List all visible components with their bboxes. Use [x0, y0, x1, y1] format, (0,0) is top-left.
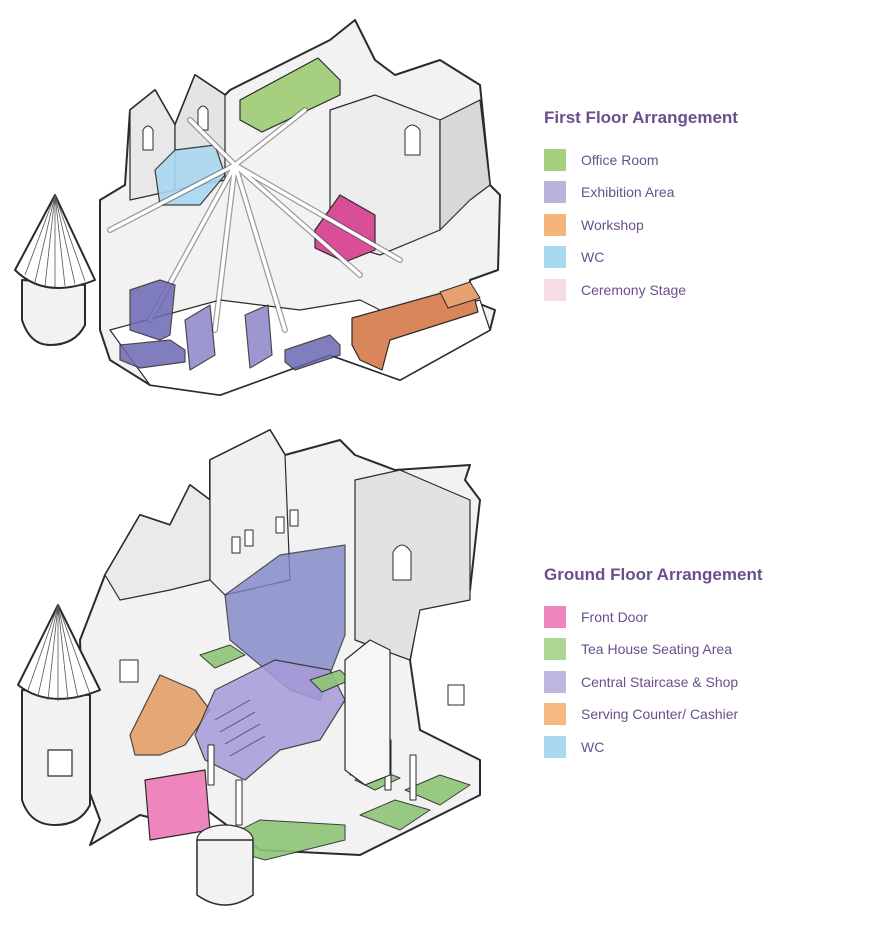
- tower-window: [47, 749, 73, 777]
- spiral-stair-base: [196, 839, 254, 906]
- pier-block: [344, 639, 391, 786]
- window: [275, 516, 285, 534]
- wc-zone-ground: [224, 544, 346, 701]
- arched-window: [142, 125, 154, 151]
- legend-item-ceremony-stage: Ceremony Stage: [544, 278, 738, 301]
- first-floor-legend: First Floor Arrangement Office Room Exhi…: [544, 108, 738, 311]
- office-room-zone: [239, 57, 341, 133]
- window: [244, 529, 254, 547]
- legend-swatch: [544, 670, 566, 693]
- exhibition-panel: [184, 304, 216, 371]
- legend-label: Workshop: [581, 216, 644, 233]
- legend-swatch: [544, 213, 566, 236]
- first-floor-title: First Floor Arrangement: [544, 108, 738, 127]
- first-floor-axonometric: [14, 19, 501, 396]
- arched-window: [404, 124, 421, 156]
- legend-swatch: [544, 181, 566, 203]
- legend-item-wc: WC: [544, 735, 763, 758]
- legend-label: WC: [581, 738, 605, 755]
- legend-label: Tea House Seating Area: [581, 641, 732, 657]
- tower-cone-lines: [27, 604, 91, 701]
- exhibition-panel: [129, 279, 176, 341]
- legend-swatch: [544, 148, 566, 171]
- legend-item-front-door: Front Door: [544, 605, 763, 628]
- ground-floor-axonometric: [17, 429, 481, 906]
- tower-cylinder: [21, 279, 86, 346]
- legend-label: Front Door: [581, 608, 648, 625]
- staircase-steps: [214, 699, 266, 757]
- ground-floor-legend: Ground Floor Arrangement Front Door Tea …: [544, 565, 763, 768]
- window: [447, 684, 465, 706]
- back-wall-gable: [104, 484, 211, 601]
- legend-item-exhibition-area: Exhibition Area: [544, 181, 738, 204]
- legend-swatch: [544, 278, 566, 301]
- front-door-zone: [144, 769, 211, 841]
- arched-window: [197, 105, 209, 131]
- legend-swatch: [544, 638, 566, 660]
- window: [119, 659, 139, 683]
- legend-label: Central Staircase & Shop: [581, 673, 739, 690]
- tower-cone-lines: [24, 194, 86, 287]
- legend-label: Office Room: [581, 151, 659, 168]
- legend-swatch: [544, 605, 566, 628]
- ground-floor-title: Ground Floor Arrangement: [544, 565, 763, 584]
- legend-label: Serving Counter/ Cashier: [581, 706, 739, 722]
- window: [231, 536, 241, 554]
- serving-counter-zone: [129, 674, 211, 756]
- legend-item-serving-counter: Serving Counter/ Cashier: [544, 703, 763, 726]
- legend-label: Ceremony Stage: [581, 281, 687, 298]
- legend-swatch: [544, 735, 566, 758]
- legend-swatch: [544, 703, 566, 725]
- legend-swatch: [544, 246, 566, 268]
- roof-trusses-light: [108, 108, 402, 332]
- workshop-shelf: [439, 281, 481, 309]
- right-tower: [439, 99, 491, 231]
- exhibition-panel: [244, 304, 273, 369]
- legend-item-central-staircase-shop: Central Staircase & Shop: [544, 670, 763, 693]
- central-staircase-zone: [194, 659, 346, 781]
- arched-window: [392, 544, 412, 581]
- exhibition-bench: [284, 334, 341, 371]
- legend-label: Exhibition Area: [581, 184, 675, 200]
- legend-item-wc: WC: [544, 246, 738, 269]
- legend-item-tea-house-seating: Tea House Seating Area: [544, 638, 763, 661]
- legend-item-workshop: Workshop: [544, 213, 738, 236]
- legend-label: WC: [581, 249, 605, 265]
- exhibition-bench: [119, 339, 186, 369]
- window: [289, 509, 299, 527]
- legend-item-office-room: Office Room: [544, 148, 738, 171]
- tower-cone-roof: [17, 604, 101, 700]
- back-wall-right: [354, 469, 471, 661]
